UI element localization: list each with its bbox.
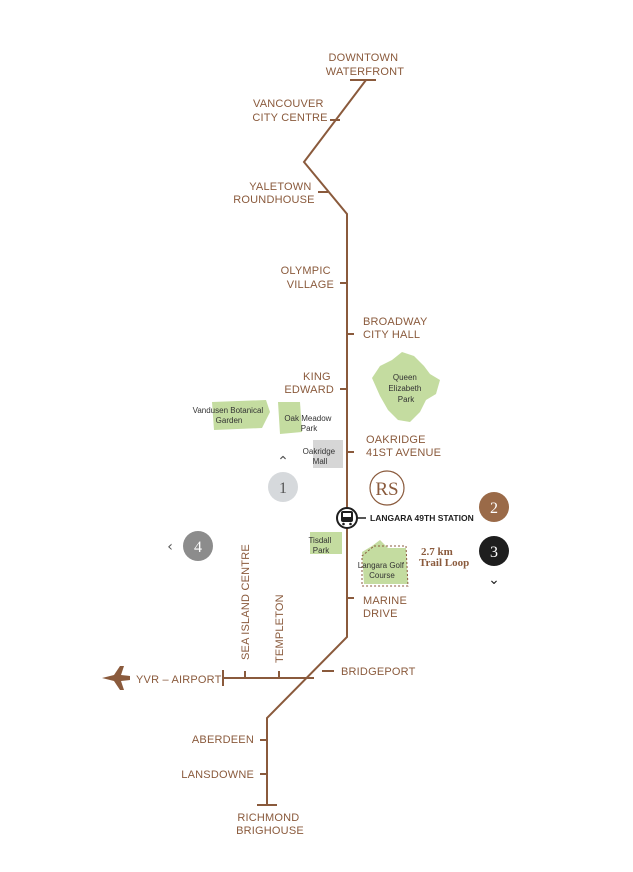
olympic-line-1: OLYMPIC [281, 265, 331, 277]
langara-station[interactable]: LANGARA 49TH STATION [336, 507, 474, 529]
qe-line-3: Park [398, 395, 415, 404]
marker-3-number: 3 [490, 544, 498, 561]
marker-2[interactable]: 2 [479, 492, 509, 522]
yaletown-line-1: YALETOWN [249, 181, 311, 193]
tisdall-park-shape[interactable] [310, 532, 342, 554]
station-bridgeport[interactable]: BRIDGEPORT [341, 666, 416, 678]
waterfront-line-2: WATERFRONT [326, 66, 404, 78]
chevron-down-icon: ⌄ [488, 572, 500, 588]
king-edward-line-1: KING [303, 371, 331, 383]
oakridge-line-2: 41ST AVENUE [366, 447, 441, 459]
oak-meadow-label: Oak Meadow Park [284, 414, 333, 433]
station-vancouver-city-centre[interactable]: VANCOUVER CITY CENTRE [252, 98, 327, 124]
qe-line-2: Elizabeth [388, 384, 421, 393]
logo-monogram: RS [375, 479, 398, 500]
station-langara-49th: LANGARA 49TH STATION [370, 513, 474, 523]
station-yvr-airport[interactable]: YVR – AIRPORT [136, 674, 222, 686]
vandusen-line-2: Garden [216, 416, 243, 425]
marker-1-circle [268, 472, 298, 502]
marine-line-1: MARINE [363, 595, 407, 607]
trail-loop-label: 2.7 km Trail Loop [419, 546, 469, 569]
development-logo[interactable]: RS [369, 470, 405, 506]
tisdall-line-1: Tisdall [308, 536, 331, 545]
chevron-up-icon: ⌃ [277, 454, 289, 470]
station-yaletown-roundhouse[interactable]: YALETOWN ROUNDHOUSE [233, 181, 315, 206]
canada-line-track [266, 79, 367, 805]
parks [212, 352, 440, 584]
station-labels: DOWNTOWN WATERFRONT VANCOUVER CITY CENTR… [136, 52, 441, 837]
oak-meadow-line-1: Oak Meadow [284, 414, 331, 423]
marker-3[interactable]: 3 ⌄ [479, 536, 509, 588]
airplane-icon [102, 666, 130, 690]
marker-3-circle [479, 536, 509, 566]
vandusen-line-1: Vandusen Botanical [193, 406, 264, 415]
langara-golf-course-shape[interactable] [362, 540, 408, 584]
trail-name: Trail Loop [419, 557, 469, 569]
olympic-line-2: VILLAGE [287, 279, 334, 291]
langara-golf-label: Langara Golf Course [358, 561, 407, 580]
city-centre-line-2: CITY CENTRE [252, 112, 327, 124]
brighouse-line-2: BRIGHOUSE [236, 825, 304, 837]
station-oakridge-41st[interactable]: OAKRIDGE 41ST AVENUE [366, 434, 441, 459]
station-downtown-waterfront[interactable]: DOWNTOWN WATERFRONT [326, 52, 404, 78]
oakridge-mall-shape[interactable] [313, 440, 343, 468]
oakridge-mall-label: Oakridge Mall [303, 447, 338, 466]
tisdall-label: Tisdall Park [308, 536, 333, 555]
broadway-line-1: BROADWAY [363, 316, 428, 328]
chevron-left-icon: ‹ [167, 539, 173, 555]
logo-ring [369, 470, 405, 506]
station-ticks [222, 79, 376, 806]
marker-1[interactable]: 1 ⌃ [268, 454, 298, 502]
queen-elizabeth-label: Queen Elizabeth Park [388, 373, 423, 404]
mall-line-1: Oakridge [303, 447, 336, 456]
brighouse-line-1: RICHMOND [237, 812, 299, 824]
broadway-line-2: CITY HALL [363, 329, 420, 341]
station-sea-island-centre[interactable]: SEA ISLAND CENTRE [240, 544, 252, 660]
vandusen-label: Vandusen Botanical Garden [193, 406, 266, 425]
station-richmond-brighouse[interactable]: RICHMOND BRIGHOUSE [236, 812, 304, 837]
station-king-edward[interactable]: KING EDWARD [284, 371, 334, 396]
marker-4-circle [183, 531, 213, 561]
station-olympic-village[interactable]: OLYMPIC VILLAGE [281, 265, 334, 291]
station-marine-drive[interactable]: MARINE DRIVE [363, 595, 410, 620]
golf-line-1: Langara Golf [358, 561, 405, 570]
city-centre-line-1: VANCOUVER [253, 98, 324, 110]
marker-4-number: 4 [194, 539, 202, 556]
park-labels: Queen Elizabeth Park Vandusen Botanical … [193, 373, 423, 580]
marker-1-number: 1 [279, 480, 287, 497]
trail-distance: 2.7 km [421, 546, 453, 558]
oak-meadow-park-shape[interactable] [278, 402, 302, 434]
station-broadway-city-hall[interactable]: BROADWAY CITY HALL [363, 316, 431, 341]
station-aberdeen[interactable]: ABERDEEN [192, 734, 254, 746]
station-templeton[interactable]: TEMPLETON [274, 594, 286, 663]
bus-icon [341, 511, 353, 526]
oakridge-line-1: OAKRIDGE [366, 434, 426, 446]
waterfront-line-1: DOWNTOWN [328, 52, 398, 64]
mall-line-2: Mall [313, 457, 328, 466]
station-lansdowne[interactable]: LANSDOWNE [181, 769, 254, 781]
yaletown-line-2: ROUNDHOUSE [233, 194, 314, 206]
queen-elizabeth-park-shape[interactable] [372, 352, 440, 422]
vandusen-garden-shape[interactable] [212, 400, 270, 430]
oak-meadow-line-2: Park [301, 424, 318, 433]
marker-4[interactable]: 4 ‹ [167, 531, 213, 561]
qe-line-1: Queen [393, 373, 417, 382]
marker-2-number: 2 [490, 500, 498, 517]
king-edward-line-2: EDWARD [284, 384, 334, 396]
tisdall-line-2: Park [313, 546, 330, 555]
golf-line-2: Course [369, 571, 395, 580]
marker-2-circle [479, 492, 509, 522]
marine-line-2: DRIVE [363, 608, 398, 620]
